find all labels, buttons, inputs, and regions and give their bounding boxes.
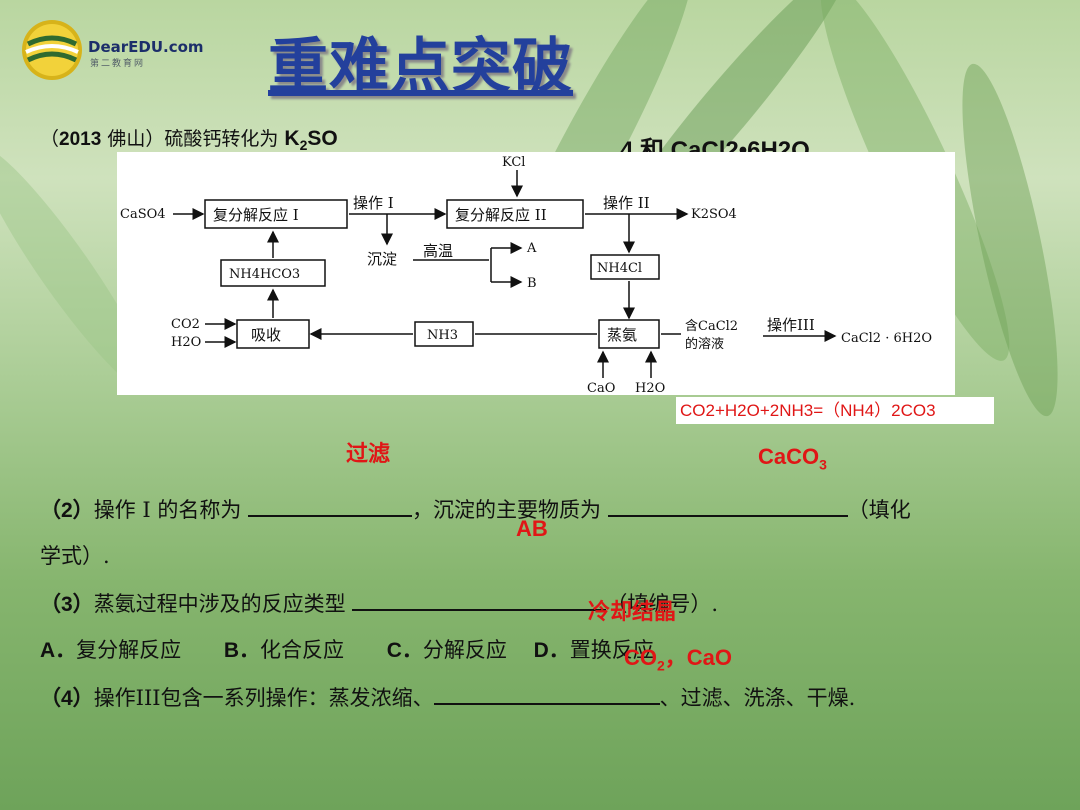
intro-k-sub: 2	[299, 136, 308, 153]
equation-box: CO2+H2O+2NH3=（NH4）2CO3	[676, 397, 994, 424]
intro-year: 2013	[59, 129, 102, 150]
option-b-text: 化合反应	[260, 638, 345, 662]
intro-cut-text: 4 和 CaCl2•6H2O	[620, 137, 810, 152]
label-a: A	[526, 241, 537, 256]
box-reaction-2	[446, 199, 584, 229]
answer-co2-cao: CO2，CaO	[624, 640, 732, 673]
label-cacl2-sol-1: 含CaCl2	[685, 318, 738, 334]
label-high-temp: 高温	[423, 242, 453, 260]
label-h2o: H2O	[171, 335, 201, 350]
q2-num: （2）	[40, 499, 94, 522]
q2-blank-2[interactable]	[607, 497, 848, 517]
label-k2so4: K2SO4	[691, 207, 737, 222]
label-kcl: KCl	[502, 155, 525, 170]
answer-caco3: CaCO3	[758, 444, 827, 472]
option-b-key: B．	[223, 639, 261, 662]
box-absorb	[236, 319, 310, 349]
answer-caco3-main: CaCO	[758, 444, 820, 469]
label-nh4cl: NH4Cl	[597, 261, 642, 276]
question-4: （4）操作III包含一系列操作：蒸发浓缩、 、过滤、洗涤、干燥.	[40, 682, 855, 712]
label-absorb: 吸收	[251, 326, 281, 344]
q4-blank[interactable]	[433, 685, 660, 705]
q4-part2: 、过滤、洗涤、干燥.	[659, 686, 856, 710]
box-reaction-1	[204, 199, 348, 229]
box-reaction-2-label: 复分解反应 II	[455, 206, 547, 224]
label-op1: 操作 I	[353, 194, 394, 212]
answer-caco3-sub: 3	[819, 456, 827, 473]
logo-brand: DearEDU.com	[88, 38, 204, 56]
option-c-text: 分解反应	[422, 638, 507, 662]
intro-cut-line: 4 和 CaCl2•6H2O	[620, 130, 810, 152]
intro-prefix: （	[40, 128, 60, 150]
box-nh4hco3	[220, 259, 326, 287]
label-product: CaCl2 · 6H2O	[841, 331, 932, 346]
label-h2o-bottom: H2O	[635, 381, 665, 395]
logo-sub: 第二教育网	[90, 59, 146, 69]
box-steam	[598, 319, 660, 349]
logo-mark-icon	[22, 20, 82, 80]
q3-blank[interactable]	[352, 591, 607, 611]
q2-part1: 操作 I 的名称为	[93, 498, 249, 522]
label-steam: 蒸氨	[607, 326, 637, 344]
option-a-key: A．	[40, 639, 77, 662]
answer-cool: 冷却结晶	[588, 599, 677, 624]
label-op2: 操作 II	[603, 194, 650, 212]
intro-so: SO	[307, 127, 338, 150]
label-nh4hco3: NH4HCO3	[229, 267, 300, 282]
intro-k: K	[284, 127, 300, 150]
box-reaction-1-label: 复分解反应 I	[213, 206, 299, 224]
option-a-text: 复分解反应	[76, 638, 182, 662]
q2-blank-1[interactable]	[248, 497, 413, 517]
option-c-key: C．	[386, 639, 423, 662]
answer-co2-tail: ，CaO	[664, 645, 733, 670]
logo: DearEDU.com 第二教育网	[20, 18, 220, 82]
box-nh4cl	[590, 254, 660, 280]
options-line: A．复分解反应 B．化合反应 C．分解反应 D．置换反应	[40, 634, 654, 664]
label-cacl2-sol-2: 的溶液	[685, 336, 724, 352]
answer-co2-sub: 2	[657, 657, 665, 674]
q2-part2: ，沉淀的主要物质为	[412, 498, 608, 522]
answer-co2-main: CO	[624, 645, 657, 670]
intro-place: 佛山）硫酸钙转化为	[101, 128, 285, 150]
label-op3: 操作III	[767, 316, 815, 334]
option-d-key: D．	[533, 639, 570, 662]
label-b: B	[527, 276, 537, 291]
q3-part1: 蒸氨过程中涉及的反应类型	[93, 592, 353, 616]
label-precipitate: 沉淀	[367, 250, 397, 268]
q3-part2: （填编号）.	[606, 592, 719, 616]
q4-num: （4）	[40, 687, 94, 710]
question-3: （3）蒸氨过程中涉及的反应类型 （填编号）.	[40, 588, 718, 618]
q4-part1: 操作III包含一系列操作：蒸发浓缩、	[93, 686, 434, 710]
label-caso4: CaSO4	[120, 207, 166, 222]
q2-part3: （填化	[847, 498, 911, 522]
answer-filter: 过滤	[346, 441, 391, 466]
label-co2: CO2	[171, 317, 200, 332]
answer-ab: AB	[516, 516, 548, 541]
question-2-line2: 学式）.	[40, 544, 110, 568]
intro-line: （2013 佛山）硫酸钙转化为 K2SO	[40, 124, 338, 153]
box-nh3	[414, 321, 474, 347]
q3-num: （3）	[40, 593, 94, 616]
flow-diagram: KCl CaSO4 复分解反应 I 操作 I 复分解反应 II 操作 II K2…	[117, 152, 955, 395]
page-title: 重难点突破	[268, 32, 573, 102]
question-2: （2）操作 I 的名称为 ，沉淀的主要物质为 （填化	[40, 494, 911, 524]
label-cao: CaO	[587, 381, 615, 395]
label-nh3: NH3	[427, 328, 458, 343]
option-d-text: 置换反应	[569, 638, 654, 662]
